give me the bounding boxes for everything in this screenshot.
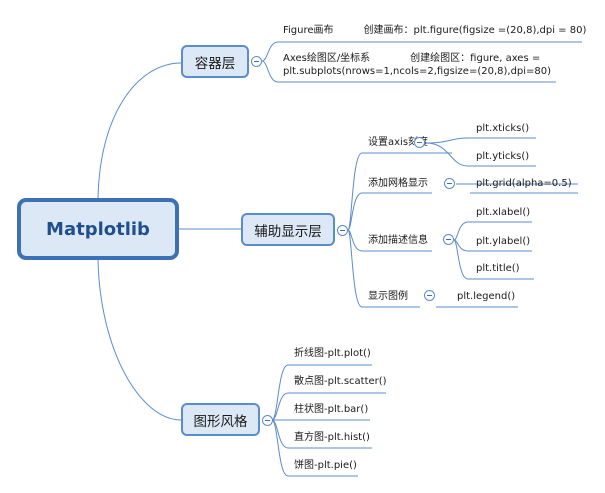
subnode-add-description[interactable]: 添加描述信息	[368, 235, 428, 246]
leaf-line-plot: 折线图-plt.plot()	[294, 348, 371, 359]
subnode-add-grid[interactable]: 添加网格显示	[368, 178, 428, 189]
subnode-show-legend[interactable]: 显示图例	[368, 291, 408, 302]
collapse-icon[interactable]	[424, 290, 435, 301]
leaf-grid: plt.grid(alpha=0.5)	[476, 178, 572, 189]
leaf-xticks: plt.xticks()	[476, 123, 530, 134]
subnode-set-axis-ticks[interactable]: 设置axis刻度	[368, 137, 429, 148]
collapse-icon[interactable]	[414, 137, 425, 148]
collapse-icon[interactable]	[337, 225, 348, 236]
branch-auxiliary-layer[interactable]: 辅助显示层	[241, 213, 335, 246]
leaf-xlabel: plt.xlabel()	[476, 207, 531, 218]
leaf-figure-canvas: Figure画布 创建画布：plt.figure(figsize =(20,8)…	[283, 25, 587, 36]
leaf-bar-plot: 柱状图-plt.bar()	[294, 404, 369, 415]
branch-container-layer[interactable]: 容器层	[181, 45, 249, 78]
leaf-ylabel: plt.ylabel()	[476, 236, 531, 247]
collapse-icon[interactable]	[262, 415, 273, 426]
leaf-pie-plot: 饼图-plt.pie()	[294, 460, 357, 471]
collapse-icon[interactable]	[444, 178, 455, 189]
collapse-icon[interactable]	[443, 234, 454, 245]
leaf-title: plt.title()	[476, 263, 520, 274]
branch-plot-styles[interactable]: 图形风格	[181, 403, 260, 436]
leaf-scatter-plot: 散点图-plt.scatter()	[294, 376, 387, 387]
root-node-matplotlib[interactable]: Matplotlib	[17, 198, 179, 260]
leaf-yticks: plt.yticks()	[476, 151, 530, 162]
leaf-axes-area: Axes绘图区/坐标系 创建绘图区：figure, axes = plt.sub…	[283, 53, 552, 77]
leaf-legend: plt.legend()	[457, 291, 516, 302]
collapse-icon[interactable]	[251, 56, 262, 67]
leaf-hist-plot: 直方图-plt.hist()	[294, 432, 370, 443]
